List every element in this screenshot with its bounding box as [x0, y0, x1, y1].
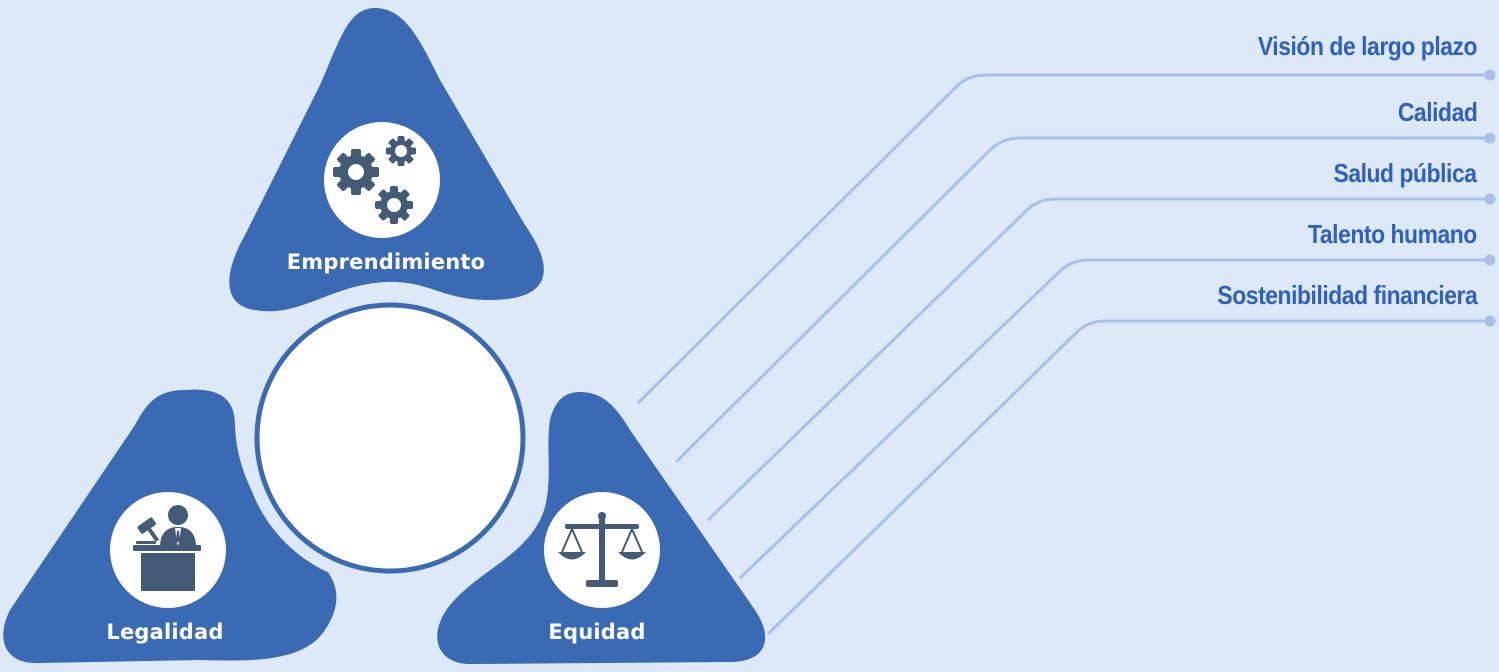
connector-dot-2: [1484, 132, 1496, 144]
gears-icon: [333, 136, 416, 224]
triangle-label-right: Equidad: [548, 620, 646, 644]
connector-line-1: [636, 73, 1490, 405]
pillar-label-2: Calidad: [1397, 97, 1477, 127]
connector-dots: [1484, 69, 1496, 327]
pillar-label-5: Sostenibilidad financiera: [1217, 280, 1477, 310]
scales-icon: [558, 512, 646, 587]
connector-lines: [636, 73, 1490, 636]
triangle-label-top: Emprendimiento: [286, 250, 486, 274]
pillar-label-4: Talento humano: [1308, 219, 1477, 249]
connector-dot-4: [1484, 254, 1496, 266]
pillar-label-3: Salud pública: [1333, 158, 1477, 188]
connector-line-2: [674, 136, 1490, 464]
connector-line-4: [738, 258, 1490, 580]
connector-dot-3: [1484, 193, 1496, 205]
judge-icon: [133, 505, 201, 591]
connector-line-5: [766, 319, 1490, 636]
connector-dot-5: [1484, 315, 1496, 327]
triangle-label-left: Legalidad: [106, 620, 224, 644]
connector-line-3: [706, 197, 1490, 522]
pillar-label-1: Visión de largo plazo: [1257, 31, 1478, 61]
connector-dot-1: [1484, 69, 1496, 81]
center-ring: [254, 302, 526, 574]
